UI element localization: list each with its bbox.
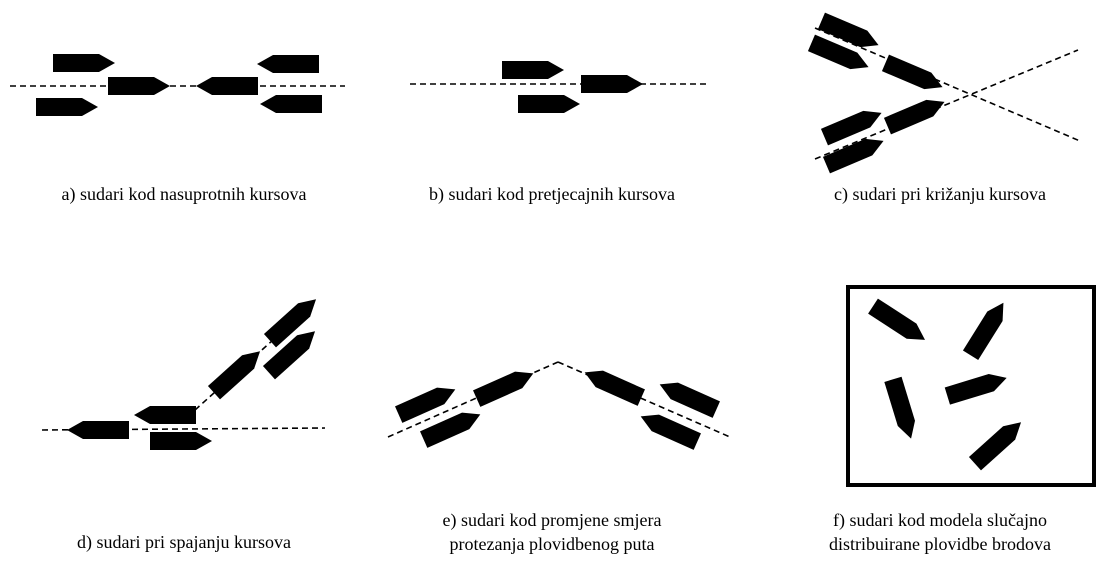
ship	[420, 406, 484, 448]
caption-line-1: e) sudari kod promjene smjera	[442, 510, 662, 530]
caption-route-change: e) sudari kod promjene smjera protezanja…	[368, 508, 736, 556]
caption-head-on: a) sudari kod nasuprotnih kursova	[0, 182, 368, 206]
ship	[502, 61, 564, 79]
caption-line-2: distribuirane plovidbe brodova	[829, 534, 1051, 554]
caption-merging: d) sudari pri spajanju kursova	[0, 530, 368, 554]
ship	[581, 75, 643, 93]
caption-text: b) sudari kod pretjecajnih kursova	[429, 184, 675, 204]
ship	[883, 93, 949, 135]
caption-text: a) sudari kod nasuprotnih kursova	[61, 184, 307, 204]
course-line	[814, 49, 1079, 160]
ship	[968, 415, 1028, 471]
panel-d-merging	[41, 292, 326, 450]
ship	[473, 365, 537, 407]
panel-e-route-change	[387, 361, 731, 450]
ship	[207, 344, 267, 400]
ship	[36, 98, 98, 116]
ship	[196, 77, 258, 95]
ship	[257, 55, 319, 73]
ship	[518, 95, 580, 113]
caption-text: d) sudari pri spajanju kursova	[77, 532, 291, 552]
course-line	[814, 27, 1081, 142]
random-area-frame	[846, 285, 1096, 487]
ship	[637, 408, 701, 450]
caption-line-1: f) sudari kod modela slučajno	[833, 510, 1047, 530]
ship	[395, 381, 459, 423]
caption-random: f) sudari kod modela slučajno distribuir…	[776, 508, 1104, 556]
ship	[962, 297, 1012, 361]
ship	[260, 95, 322, 113]
ship	[868, 298, 930, 348]
panel-b-overtaking	[410, 61, 710, 113]
caption-overtaking: b) sudari kod pretjecajnih kursova	[368, 182, 736, 206]
panel-f-random	[846, 285, 1096, 487]
ship	[53, 54, 115, 72]
caption-crossing: c) sudari pri križanju kursova	[776, 182, 1104, 206]
ship	[881, 54, 947, 96]
ship	[656, 376, 720, 418]
panel-a-head-on	[10, 54, 345, 116]
ship	[884, 376, 920, 442]
panel-c-crossing	[807, 12, 1081, 174]
ship	[820, 104, 886, 146]
caption-text: c) sudari pri križanju kursova	[834, 184, 1046, 204]
ship	[67, 421, 129, 439]
ship	[944, 369, 1010, 405]
ship	[150, 432, 212, 450]
ship	[134, 406, 196, 424]
ship	[581, 364, 645, 406]
caption-line-2: protezanja plovidbenog puta	[449, 534, 655, 554]
course-line	[41, 427, 326, 431]
ship	[108, 77, 170, 95]
